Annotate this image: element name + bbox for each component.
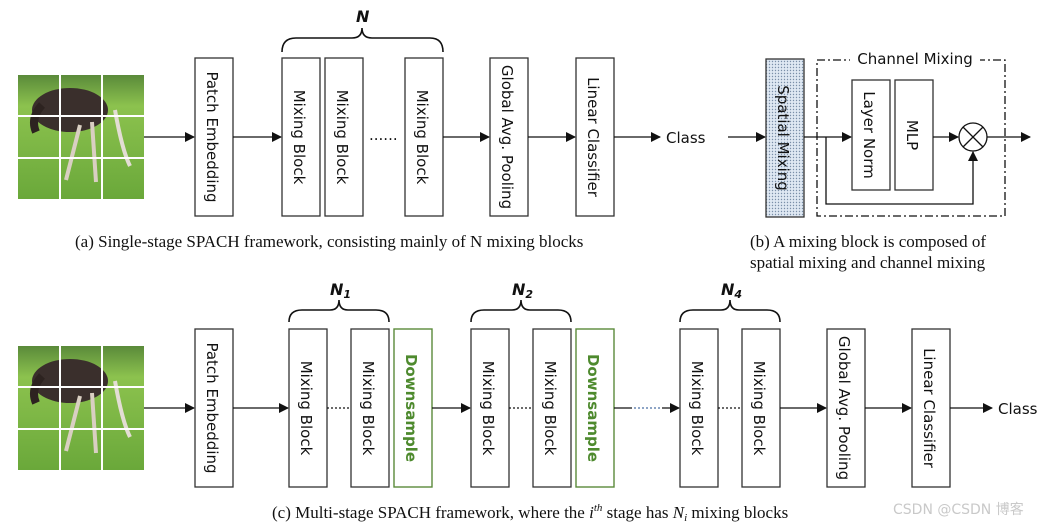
svg-text:Mixing Block: Mixing Block	[479, 361, 497, 456]
svg-text:MLP: MLP	[903, 120, 921, 150]
block-mixing-2: Mixing Block	[324, 57, 364, 217]
panel-b: Spatial Mixing Channel Mixing Layer Norm…	[728, 50, 1031, 272]
block-layer-norm: Layer Norm	[851, 79, 891, 191]
c-downsample-2: Downsample	[575, 328, 615, 488]
brace-n	[281, 27, 444, 53]
svg-text:Mixing Block: Mixing Block	[333, 90, 351, 185]
caption-a: (a) Single-stage SPACH framework, consis…	[75, 232, 583, 251]
c-stage4-mixing-b: Mixing Block	[741, 328, 781, 488]
ostrich-image	[18, 75, 144, 199]
watermark: CSDN @CSDN 博客	[893, 501, 1024, 518]
ostrich-image-c	[18, 346, 144, 470]
svg-text:Layer Norm: Layer Norm	[860, 91, 878, 179]
svg-text:Mixing Block: Mixing Block	[541, 361, 559, 456]
brace-label-n: N	[356, 7, 370, 26]
c-global-avg-pooling: Global Avg. Pooling	[826, 328, 866, 488]
svg-text:Mixing Block: Mixing Block	[290, 90, 308, 185]
block-mixing-n: Mixing Block	[404, 57, 444, 217]
brace-n2	[470, 299, 572, 323]
brace-n4	[679, 299, 781, 323]
channel-mixing-title: Channel Mixing	[857, 50, 973, 68]
block-mlp: MLP	[894, 79, 934, 191]
svg-text:Patch Embedding: Patch Embedding	[203, 342, 221, 473]
svg-text:Global Avg. Pooling: Global Avg. Pooling	[498, 65, 516, 209]
c-stage1-mixing-b: Mixing Block	[350, 328, 390, 488]
channel-mixing-frame	[816, 59, 1006, 217]
svg-text:Patch Embedding: Patch Embedding	[203, 71, 221, 202]
ellipsis: ......	[369, 126, 398, 144]
output-class: Class	[666, 129, 706, 147]
svg-text:Linear Classifier: Linear Classifier	[584, 77, 602, 198]
block-patch-embedding: Patch Embedding	[194, 57, 234, 217]
panel-a: Patch Embedding Mixing Block Mixing Bloc…	[18, 7, 706, 251]
svg-text:Linear Classifier: Linear Classifier	[920, 348, 938, 469]
brace-n1	[288, 299, 390, 323]
c-stage4-mixing-a: Mixing Block	[679, 328, 719, 488]
multiply-icon	[958, 122, 988, 152]
brace-label-n1: N1	[330, 280, 351, 301]
c-linear-classifier: Linear Classifier	[911, 328, 951, 488]
caption-b-line1: (b) A mixing block is composed of	[750, 232, 986, 251]
c-downsample-1: Downsample	[393, 328, 433, 488]
brace-label-n4: N4	[721, 280, 742, 301]
block-linear-classifier: Linear Classifier	[575, 57, 615, 217]
block-global-avg-pooling: Global Avg. Pooling	[489, 57, 529, 217]
c-stage2-mixing-b: Mixing Block	[532, 328, 572, 488]
svg-text:Mixing Block: Mixing Block	[750, 361, 768, 456]
caption-c: (c) Multi-stage SPACH framework, where t…	[272, 502, 788, 524]
svg-text:Spatial Mixing: Spatial Mixing	[774, 85, 792, 191]
svg-text:Mixing Block: Mixing Block	[359, 361, 377, 456]
svg-text:Global Avg. Pooling: Global Avg. Pooling	[835, 336, 853, 480]
svg-text:Downsample: Downsample	[402, 354, 420, 462]
svg-text:Mixing Block: Mixing Block	[297, 361, 315, 456]
c-stage1-mixing-a: Mixing Block	[288, 328, 328, 488]
c-stage2-mixing-a: Mixing Block	[470, 328, 510, 488]
brace-label-n2: N2	[512, 280, 533, 301]
svg-text:Mixing Block: Mixing Block	[688, 361, 706, 456]
svg-text:Mixing Block: Mixing Block	[413, 90, 431, 185]
block-mixing-1: Mixing Block	[281, 57, 321, 217]
caption-b-line2: spatial mixing and channel mixing	[750, 253, 986, 272]
panel-c: Patch Embedding Mixing Block Mixing Bloc…	[18, 280, 1038, 524]
svg-text:Downsample: Downsample	[584, 354, 602, 462]
c-patch-embedding: Patch Embedding	[194, 328, 234, 488]
c-output-class: Class	[998, 400, 1038, 418]
block-spatial-mixing: Spatial Mixing	[765, 58, 805, 218]
